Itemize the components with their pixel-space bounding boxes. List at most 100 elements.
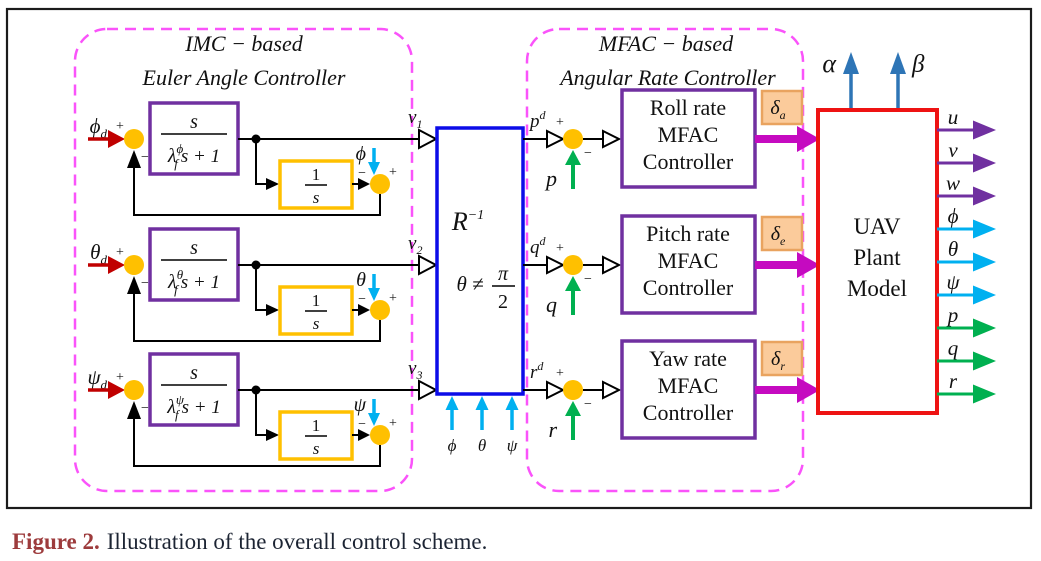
minus-sign: −	[584, 397, 592, 412]
minus-sign: −	[141, 150, 149, 165]
rate-ref-superscript: d	[540, 108, 547, 122]
output-arrowhead	[973, 285, 996, 305]
output-label: q	[948, 336, 959, 360]
lambda-symbol: λ	[166, 396, 176, 418]
input-label: ϕd	[90, 114, 108, 141]
branch-line	[255, 265, 266, 311]
reference-arrowhead	[108, 256, 125, 274]
denominator-rest: s + 1	[181, 146, 220, 167]
mfac-dashed-boundary	[525, 27, 805, 493]
minus-sign: −	[358, 166, 366, 181]
delta-tag	[760, 89, 804, 126]
mfac-title-line1: MFAC − based	[598, 31, 734, 56]
minus-sign: −	[358, 417, 366, 432]
branch-arrowhead	[266, 429, 279, 441]
branch-line	[255, 390, 266, 436]
minus-sign: −	[141, 401, 149, 416]
r-symbol: R	[451, 207, 468, 236]
actuator-command-arrowhead	[797, 126, 820, 152]
rate-ref-label: qd	[530, 234, 547, 258]
sum-junction	[370, 300, 390, 320]
rate-feedback-label: q	[546, 292, 557, 317]
open-arrowhead	[602, 129, 622, 149]
plus-sign: +	[556, 366, 564, 381]
output-arrowhead	[973, 219, 996, 239]
measured-angle-label: ϕ	[356, 143, 366, 165]
rate-feedback-label: p	[544, 166, 557, 191]
uav-plant: UAV Plant Model α β u v w ϕ θ ψ	[816, 49, 996, 415]
nu-label: ν1	[408, 107, 422, 131]
figure-caption: Figure 2.Illustration of the overall con…	[12, 529, 487, 554]
arrowhead	[358, 304, 370, 316]
plus-sign: +	[556, 115, 564, 130]
nu-symbol: ν	[408, 233, 417, 254]
plus-sign: +	[389, 416, 397, 431]
angle-input-label: θ	[478, 436, 486, 455]
feedback-line	[133, 292, 381, 342]
delta-label: δe	[771, 223, 786, 248]
mfac-block-line3: Controller	[643, 149, 734, 174]
rate-row-pitch: qd + − q Pitch rate MFAC Controller δe	[523, 214, 820, 317]
r-inverse-box	[435, 126, 525, 396]
open-arrowhead	[418, 379, 439, 401]
measured-angle-label: ψ	[354, 394, 367, 416]
alpha-label: α	[822, 49, 837, 78]
input-subscript: d	[101, 252, 108, 267]
rate-ref-symbol: p	[528, 111, 540, 132]
imc-title-line1: IMC − based	[184, 31, 303, 56]
imc-filter-block	[148, 227, 240, 302]
denominator-rest: s + 1	[182, 397, 221, 418]
measured-angle-arrowhead	[368, 162, 380, 175]
tf-numerator: s	[190, 111, 198, 133]
open-arrowhead	[418, 128, 439, 150]
delta-symbol: δ	[770, 97, 780, 119]
lambda-superscript: θ	[177, 267, 184, 282]
integrator-numerator: 1	[312, 291, 321, 310]
output-arrowhead	[973, 351, 996, 371]
condition-text: θ ≠	[456, 272, 483, 296]
delta-symbol: δ	[771, 348, 781, 370]
input-label: θd	[90, 240, 107, 267]
beta-label: β	[911, 51, 925, 78]
plus-sign: +	[389, 291, 397, 306]
rate-ref-label: rd	[530, 359, 544, 383]
lambda-symbol: λ	[167, 271, 177, 293]
mfac-block-line1: Roll rate	[650, 95, 726, 120]
rate-feedback-label: r	[548, 417, 557, 442]
imc-section: IMC − based Euler Angle Controller ϕd + …	[73, 27, 439, 493]
output-label: r	[949, 369, 958, 393]
plus-sign: +	[116, 119, 124, 134]
sum-junction	[563, 380, 583, 400]
mfac-section: MFAC − based Angular Rate Controller pd …	[523, 27, 820, 493]
mfac-block-line1: Yaw rate	[649, 346, 727, 371]
nu-subscript: 2	[416, 243, 422, 257]
delta-label: δr	[771, 348, 785, 373]
lambda-superscript: ψ	[176, 392, 185, 407]
mfac-block-line2: MFAC	[658, 122, 719, 147]
actuator-command-arrowhead	[797, 377, 820, 403]
mfac-controller-block	[620, 88, 757, 189]
angle-input-arrowhead	[445, 396, 459, 410]
sum-junction	[563, 129, 583, 149]
output-label: w	[946, 171, 960, 195]
open-arrowhead	[602, 255, 622, 275]
minus-sign: −	[584, 272, 592, 287]
sum-junction	[124, 255, 144, 275]
lambda-superscript: ϕ	[177, 141, 184, 156]
nu-subscript: 1	[416, 117, 422, 131]
output-label: ϕ	[948, 204, 959, 228]
tf-numerator: s	[190, 362, 198, 384]
feedback-arrowhead	[127, 401, 141, 419]
rate-ref-symbol: q	[530, 237, 540, 258]
delta-subscript: e	[780, 234, 786, 248]
input-label: ψd	[87, 365, 107, 392]
imc-filter-block	[148, 101, 240, 176]
r-exponent: −1	[468, 208, 484, 223]
output-label: θ	[948, 237, 958, 261]
minus-sign: −	[358, 292, 366, 307]
